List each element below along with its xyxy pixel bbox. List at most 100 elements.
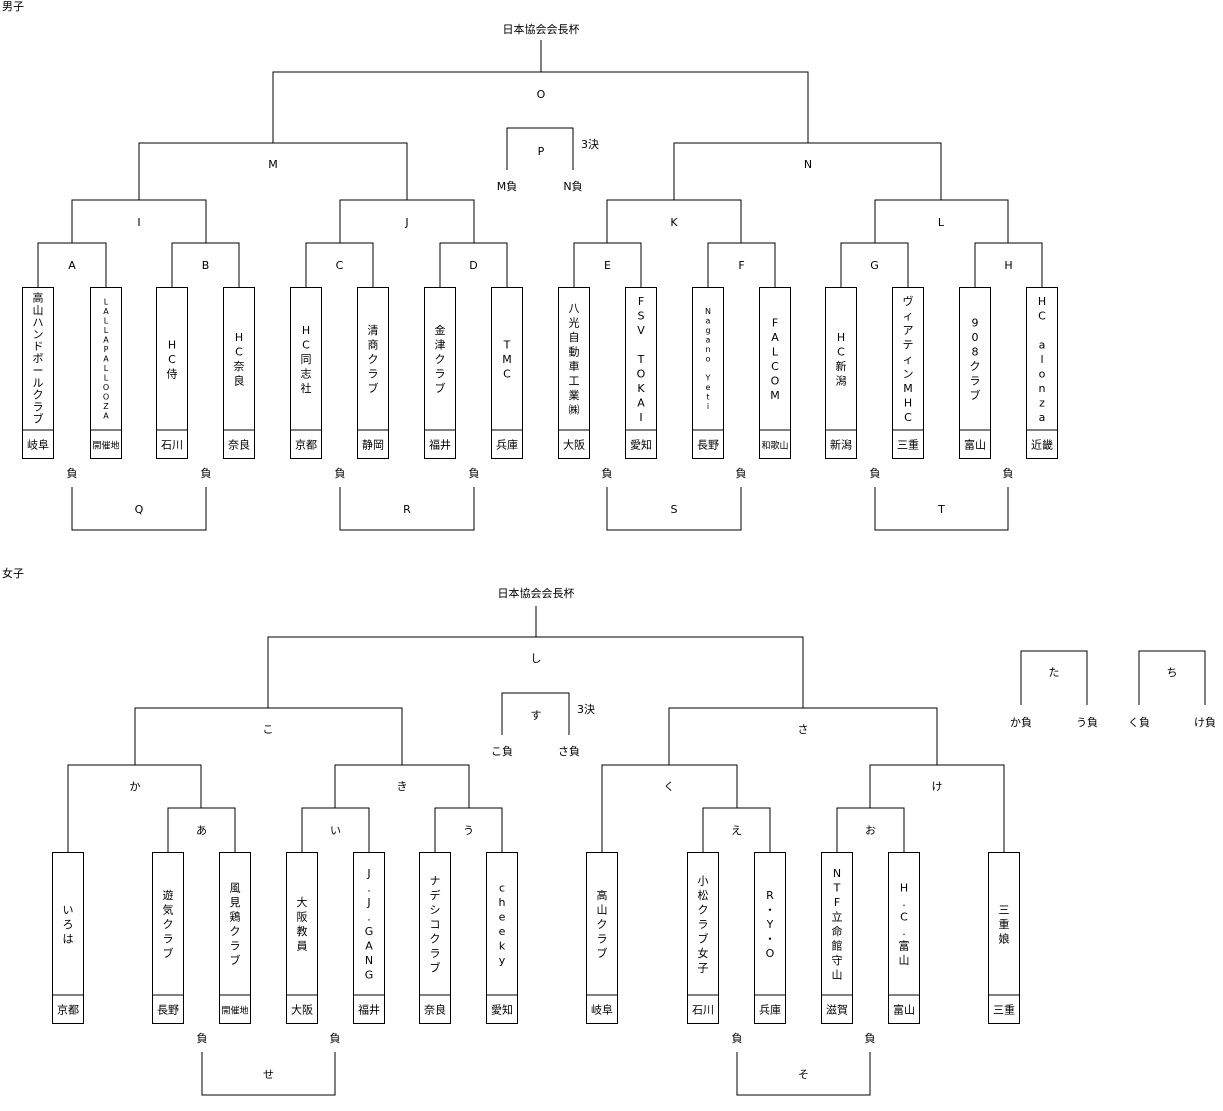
men-quarter-bracket [874,199,1009,243]
men-third-right: N負 [563,180,582,193]
men-loser-mark: 負 [870,467,881,480]
men-r16-bracket [573,242,642,287]
men-r16-bracket [439,242,508,287]
men-r16-bracket [171,242,240,287]
women-first-round-label: い [330,824,341,837]
team-prefecture: 長野 [157,1004,179,1017]
team-name: 風見鶏クラブ [230,882,241,968]
team-name: 三重娘 [999,903,1010,945]
women-consolation-bracket [201,1052,336,1096]
men-consolation-bracket [606,487,742,531]
team-prefecture: 京都 [57,1003,79,1017]
women-final-title: 日本協会会長杯 [498,586,575,600]
women-first-round-bracket [167,807,236,852]
men-quarter-bracket [606,199,742,243]
men-consolation-bracket [874,487,1009,531]
team-name: 高山クラブ [597,888,608,960]
men-quarter-label: K [670,216,678,229]
women-placement-right: け負 [1194,716,1216,729]
team-box [290,287,322,459]
women-quarter-label: か [130,780,141,793]
men-quarter-label: I [137,216,140,229]
women-first-round-label: う [463,824,474,837]
team-box [353,852,385,1024]
men-semi-label: N [804,158,812,171]
men-loser-mark: 負 [1003,467,1014,480]
women-first-round-label: え [731,824,742,837]
women-placement-left: く負 [1128,716,1150,729]
women-first-round-bracket [702,807,771,852]
men-third-place-bracket [506,127,574,170]
team-box [625,287,657,459]
men-r16-bracket [840,242,909,287]
team-prefecture: 開催地 [221,1005,248,1017]
team-box [687,852,719,1024]
team-box [286,852,318,1024]
women-first-round-bracket [836,807,905,852]
women-quarter-bracket [869,764,1005,808]
women-first-round-label: お [865,824,876,837]
team-box [586,852,618,1024]
men-third-left: M負 [497,180,518,193]
men-r16-label: B [202,259,210,272]
team-box [692,287,724,459]
team-prefecture: 開催地 [92,440,119,452]
team-prefecture: 奈良 [228,438,250,452]
team-name: ナデシコクラブ [430,874,441,974]
men-loser-mark: 負 [469,467,480,480]
women-semi-bracket [668,707,938,765]
women-semi-bracket [134,707,403,765]
men-third-note: 3決 [581,138,599,151]
women-placement-label: た [1049,666,1060,679]
men-r16-label: F [738,259,744,272]
team-box [486,852,518,1024]
men-consolation-label: S [671,503,678,516]
team-box [424,287,456,459]
team-box [491,287,523,459]
team-prefecture: 静岡 [362,438,384,452]
men-r16-label: H [1004,259,1012,272]
women-semi-label: さ [798,723,809,736]
team-box [754,852,786,1024]
men-semi-bracket [138,142,408,200]
team-prefecture: 愛知 [630,438,652,452]
men-quarter-bracket [339,199,475,243]
team-name: いろは [63,903,74,945]
women-quarter-label: け [932,780,943,793]
men-r16-label: E [604,259,611,272]
team-box [90,287,122,459]
women-quarter-bracket [334,764,470,808]
women-consolation-label: せ [263,1068,274,1081]
team-name: 金津クラブ [435,323,446,395]
men-r16-bracket [37,242,107,287]
team-box [1026,287,1058,459]
team-prefecture: 石川 [692,1004,714,1017]
team-prefecture: 福井 [429,438,451,452]
women-third-place-bracket [501,692,570,735]
team-box [223,287,255,459]
team-box [156,287,188,459]
men-quarter-label: J [404,216,408,229]
women-consolation-label: そ [798,1068,809,1081]
team-prefecture: 富山 [893,1003,915,1017]
team-prefecture: 兵庫 [496,438,518,452]
team-prefecture: 大阪 [563,438,585,452]
team-name: 大阪教員 [297,895,308,953]
men-quarter-label: L [938,216,945,229]
men-r16-bracket [707,242,776,287]
women-placement-label: ち [1167,666,1178,679]
team-name: 小松クラブ女子 [698,874,709,974]
team-box [52,852,84,1024]
women-loser-mark: 負 [330,1032,341,1045]
women-section-label: 女子 [2,566,24,580]
women-placement-right: う負 [1076,716,1098,729]
